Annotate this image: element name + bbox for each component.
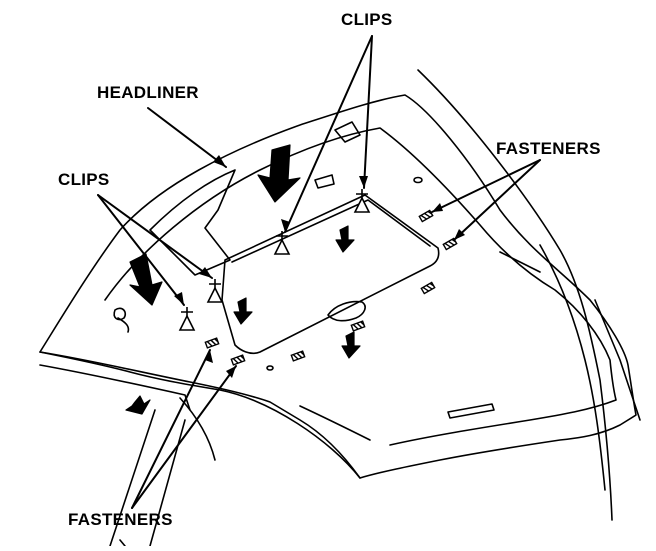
small-arrow-icon: [125, 395, 151, 415]
leader-lines: [97, 35, 541, 509]
clip-icon: [353, 189, 371, 213]
overhead-panel: [221, 194, 440, 355]
small-arrow-icon: [341, 331, 361, 359]
large-arrow-icon: [129, 253, 163, 306]
fastener-icon: [204, 337, 220, 349]
fastener-icon: [350, 320, 366, 332]
grab-handle-recess: [327, 300, 366, 322]
fasteners-bottom-label: FASTENERS: [68, 510, 173, 529]
fastener-icon: [290, 350, 306, 362]
a-pillar: [109, 409, 156, 547]
small-arrow-icon: [233, 297, 253, 325]
headliner-label: HEADLINER: [97, 83, 199, 102]
fastener-icon: [442, 237, 458, 251]
large-arrow-icon: [257, 144, 301, 203]
small-arrow-icon: [335, 225, 355, 253]
removal-arrows: [125, 144, 361, 415]
clips-left-label: CLIPS: [58, 170, 110, 189]
clip-icon: [206, 279, 224, 303]
clip-markers: [178, 189, 371, 331]
clip-icon: [178, 307, 196, 331]
fastener-icon: [420, 281, 436, 295]
fastener-icon: [230, 354, 246, 366]
door-frame-right: [417, 69, 613, 521]
roof-inner-edge: [104, 127, 617, 446]
fastener-markers: [204, 209, 458, 366]
fasteners-right-label: FASTENERS: [496, 139, 601, 158]
leader-arrowheads: [174, 155, 465, 378]
windshield-header: [39, 351, 361, 479]
map-light-recess: [447, 403, 495, 419]
sunroof-opening: [149, 169, 236, 276]
fastener-icon: [418, 209, 434, 223]
roof-outline: [39, 94, 637, 479]
clips-top-label: CLIPS: [341, 10, 393, 29]
clip-icon: [273, 231, 291, 255]
